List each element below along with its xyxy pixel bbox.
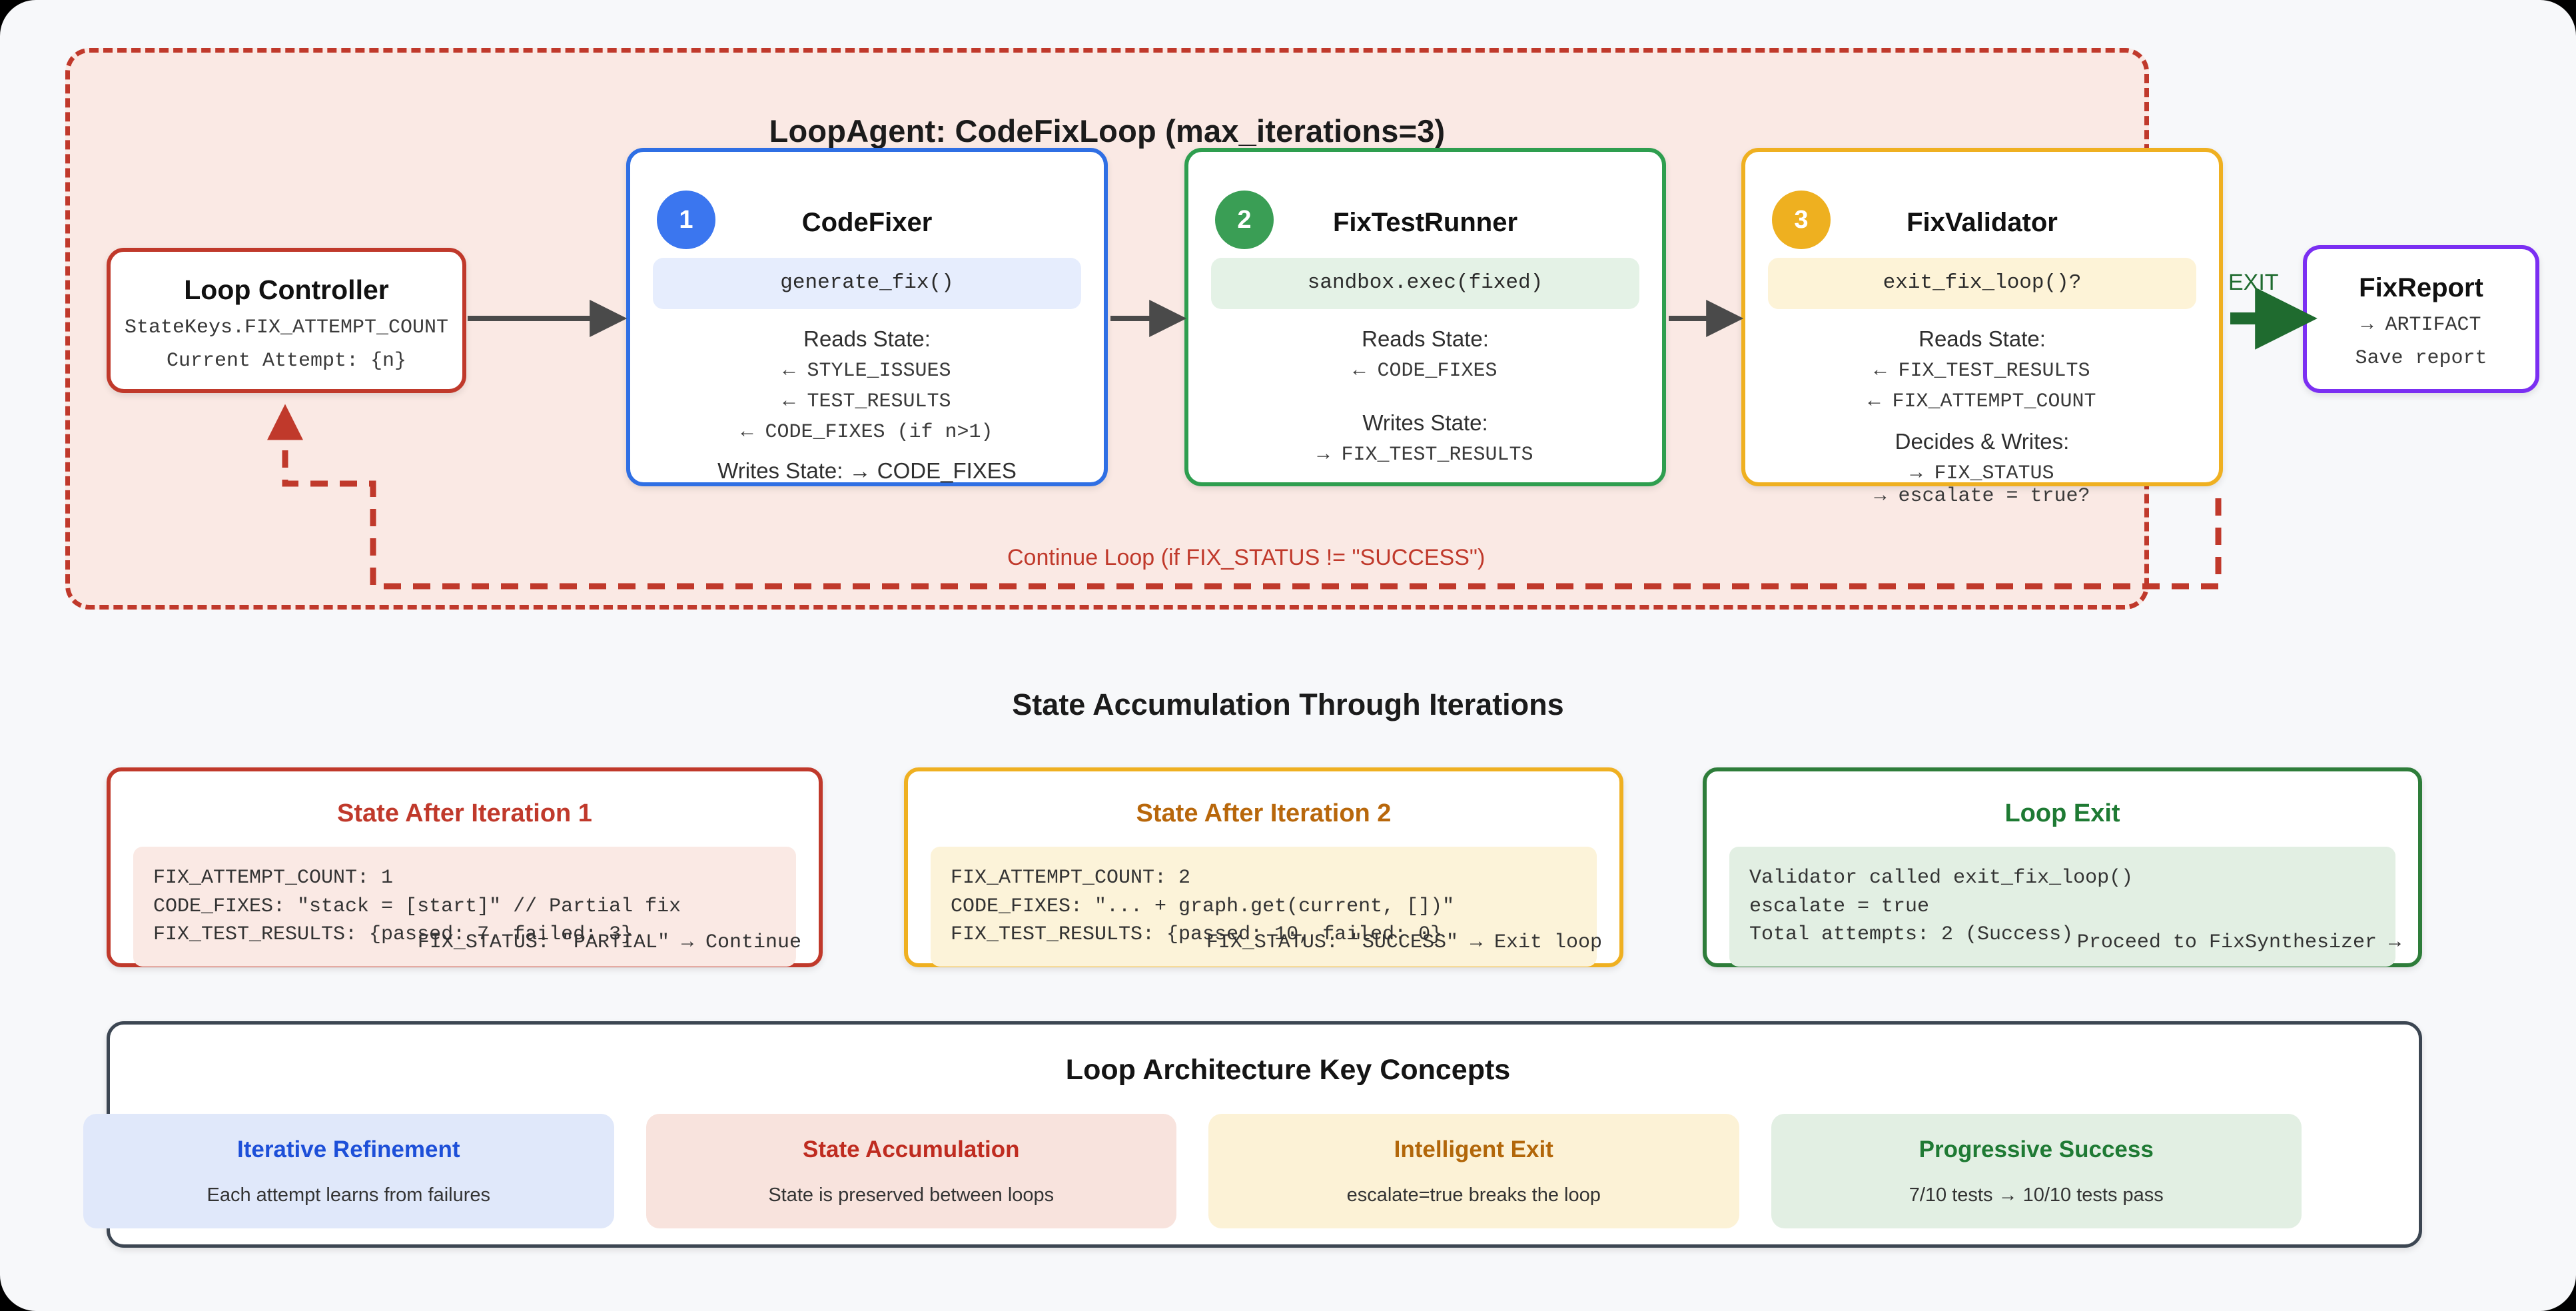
fixvalidator-writes-label: Decides & Writes: [1895, 429, 2070, 454]
concept-3-title: Progressive Success [1919, 1136, 2154, 1162]
concept-0-desc: Each attempt learns from failures [207, 1184, 490, 1206]
state-card-3-line-2: Total attempts: 2 (Success) [1749, 923, 2074, 947]
concept-state-accumulation[interactable]: State Accumulation State is preserved be… [645, 1114, 1176, 1228]
fixvalidator-read-0: ← FIX_TEST_RESULTS [1874, 360, 2090, 382]
state-card-loop-exit[interactable]: Loop Exit Validator called exit_fix_loop… [1703, 767, 2422, 967]
concept-iterative-refinement[interactable]: Iterative Refinement Each attempt learns… [83, 1114, 614, 1228]
step-badge-2: 2 [1215, 191, 1274, 249]
step-badge-3: 3 [1772, 191, 1831, 249]
loop-controller-node[interactable]: Loop Controller StateKeys.FIX_ATTEMPT_CO… [107, 248, 466, 393]
codefixer-read-0: ← STYLE_ISSUES [783, 360, 951, 382]
fixreport-title: FixReport [2359, 273, 2483, 302]
fixtestrunner-code-chip: sandbox.exec(fixed) [1211, 258, 1639, 309]
concept-2-title: Intelligent Exit [1394, 1136, 1553, 1162]
state-accumulation-heading: State Accumulation Through Iterations [1012, 687, 1564, 721]
step-node-fixvalidator[interactable]: 3 FixValidator exit_fix_loop()? Reads St… [1741, 148, 2223, 486]
state-card-1-title: State After Iteration 1 [337, 799, 592, 827]
state-card-2-footer: FIX_STATUS: "SUCCESS" → Exit loop [1206, 931, 1602, 954]
concept-3-desc: 7/10 tests → 10/10 tests pass [1909, 1184, 2164, 1206]
state-card-1-line-1: CODE_FIXES: "stack = [start]" // Partial… [153, 895, 681, 918]
fixvalidator-write-0: → FIX_STATUS [1910, 462, 2054, 485]
fixtestrunner-reads-label: Reads State: [1362, 326, 1489, 351]
fixreport-save: Save report [2355, 347, 2487, 370]
continue-loop-note: Continue Loop (if FIX_STATUS != "SUCCESS… [1007, 545, 1486, 570]
fixvalidator-read-1: ← FIX_ATTEMPT_COUNT [1868, 390, 2096, 413]
loop-controller-title: Loop Controller [184, 274, 389, 305]
codefixer-writes-label: Writes State: → CODE_FIXES [717, 458, 1017, 483]
state-card-3-body: Validator called exit_fix_loop() escalat… [1729, 847, 2395, 967]
state-card-1-footer: FIX_STATUS: "PARTIAL" → Continue [417, 931, 801, 954]
concept-0-title: Iterative Refinement [236, 1136, 460, 1162]
state-card-iteration-1[interactable]: State After Iteration 1 FIX_ATTEMPT_COUN… [107, 767, 823, 967]
exit-label: EXIT [2228, 270, 2279, 295]
state-card-1-body: FIX_ATTEMPT_COUNT: 1 CODE_FIXES: "stack … [133, 847, 796, 967]
fixreport-node[interactable]: FixReport → ARTIFACT Save report [2303, 245, 2539, 393]
fixvalidator-reads-label: Reads State: [1919, 326, 2046, 351]
concept-intelligent-exit[interactable]: Intelligent Exit escalate=true breaks th… [1208, 1114, 1739, 1228]
fixtestrunner-write-0: → FIX_TEST_RESULTS [1317, 444, 1533, 466]
state-card-2-title: State After Iteration 2 [1136, 799, 1392, 827]
codefixer-read-1: ← TEST_RESULTS [783, 390, 951, 413]
fixtestrunner-writes-label: Writes State: [1362, 410, 1488, 435]
state-card-1-line-2: FIX_TEST_RESULTS: {passed: 7, failed: 3} [153, 923, 634, 947]
state-card-2-body: FIX_ATTEMPT_COUNT: 2 CODE_FIXES: "... + … [931, 847, 1597, 967]
concept-1-desc: State is preserved between loops [768, 1184, 1055, 1206]
key-concepts-row: Iterative Refinement Each attempt learns… [83, 1114, 2302, 1228]
state-card-iteration-2[interactable]: State After Iteration 2 FIX_ATTEMPT_COUN… [904, 767, 1623, 967]
step-badge-1: 1 [657, 191, 715, 249]
fixvalidator-title: FixValidator [1907, 208, 2058, 237]
state-card-2-line-2: FIX_TEST_RESULTS: {passed: 10, failed: 0… [951, 923, 1443, 947]
state-card-2-line-1: CODE_FIXES: "... + graph.get(current, []… [951, 895, 1455, 918]
step-node-fixtestrunner[interactable]: 2 FixTestRunner sandbox.exec(fixed) Read… [1184, 148, 1666, 486]
fixvalidator-code-chip: exit_fix_loop()? [1768, 258, 2196, 309]
loop-agent-title: LoopAgent: CodeFixLoop (max_iterations=3… [769, 113, 1446, 149]
codefixer-code-chip: generate_fix() [653, 258, 1081, 309]
codefixer-reads-label: Reads State: [803, 326, 931, 351]
key-concepts-title: Loop Architecture Key Concepts [1065, 1054, 1511, 1086]
state-card-3-title: Loop Exit [2004, 799, 2120, 827]
state-card-2-line-0: FIX_ATTEMPT_COUNT: 2 [951, 867, 1191, 889]
state-card-3-footer: Proceed to FixSynthesizer → [2076, 931, 2401, 954]
concept-2-desc: escalate=true breaks the loop [1346, 1184, 1601, 1206]
fixvalidator-escalate-overflow: → escalate = true? [1874, 485, 2090, 508]
step-node-codefixer[interactable]: 1 CodeFixer generate_fix() Reads State: … [626, 148, 1108, 486]
codefixer-title: CodeFixer [801, 208, 933, 237]
state-card-3-line-0: Validator called exit_fix_loop() [1749, 867, 2134, 889]
fixreport-artifact: → ARTIFACT [2361, 314, 2481, 336]
concept-1-title: State Accumulation [803, 1136, 1020, 1162]
fixtestrunner-read-0: ← CODE_FIXES [1353, 360, 1498, 382]
fixtestrunner-title: FixTestRunner [1332, 208, 1518, 237]
loop-controller-statekey: StateKeys.FIX_ATTEMPT_COUNT [124, 316, 449, 339]
state-card-1-line-0: FIX_ATTEMPT_COUNT: 1 [153, 867, 394, 889]
state-card-3-line-1: escalate = true [1749, 895, 1930, 918]
codefixer-read-2: ← CODE_FIXES (if n>1) [741, 421, 993, 444]
concept-progressive-success[interactable]: Progressive Success 7/10 tests → 10/10 t… [1771, 1114, 2302, 1228]
loop-controller-attempt: Current Attempt: {n} [166, 350, 407, 372]
